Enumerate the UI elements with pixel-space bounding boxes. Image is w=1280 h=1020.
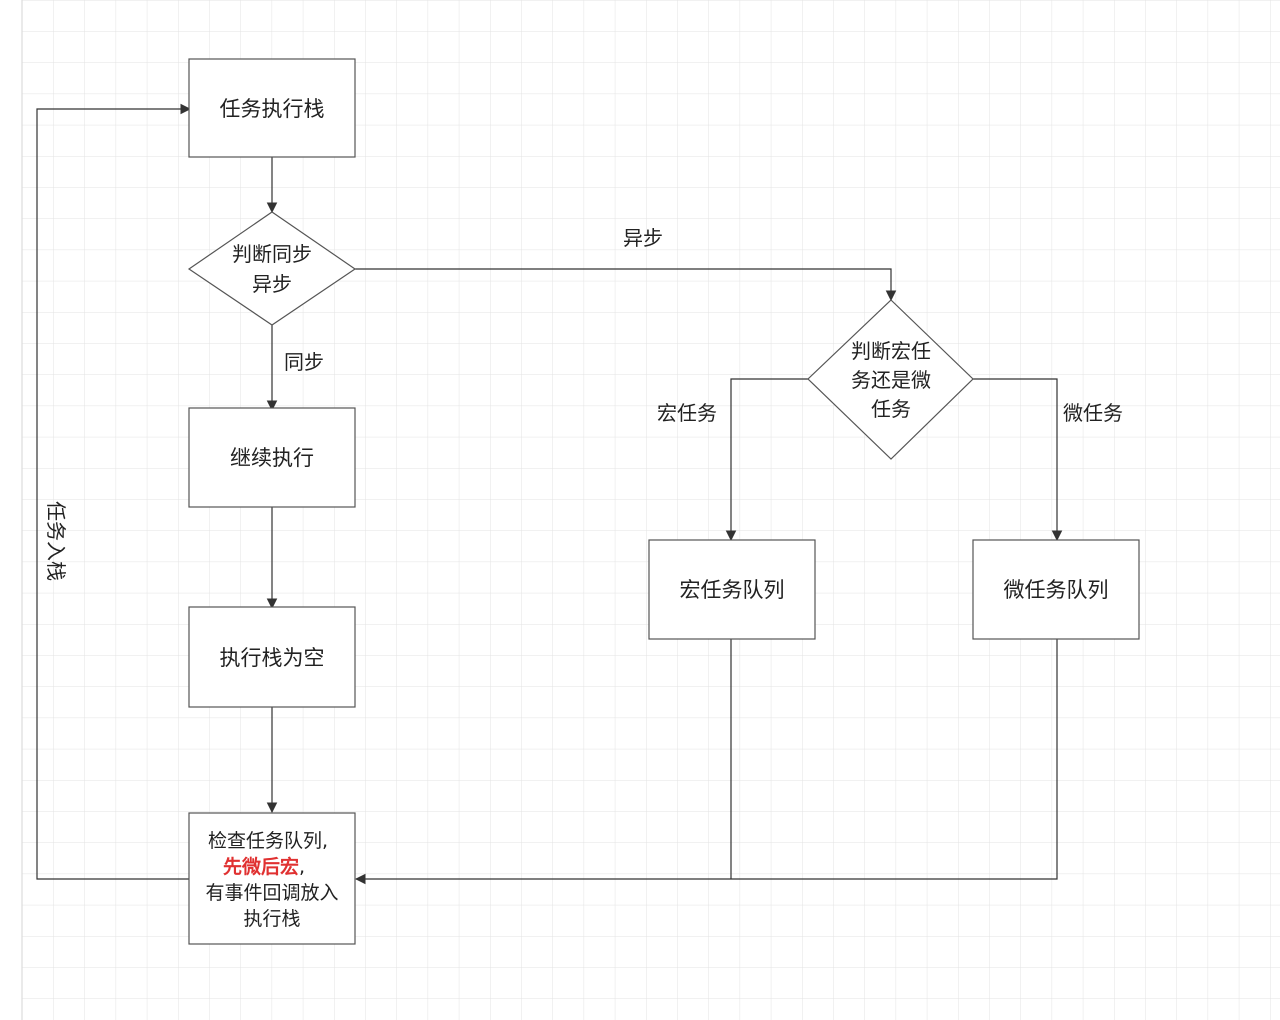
node-label: 微任务队列 xyxy=(1004,578,1109,602)
node-label-line2-suffix: , xyxy=(299,856,305,878)
node-label-line3: 有事件回调放入 xyxy=(205,882,338,904)
decision-diamond xyxy=(187,211,357,326)
node-label-line2: 务还是微 xyxy=(851,368,931,392)
node-box xyxy=(188,58,356,158)
node-label-line2: 异步 xyxy=(252,272,292,296)
node-box xyxy=(648,539,816,640)
edge-label-macro: 宏任务 xyxy=(657,401,717,425)
node-box xyxy=(188,407,356,508)
node-stack-empty: 执行栈为空 xyxy=(188,606,356,708)
node-box xyxy=(972,539,1140,640)
decision-diamond xyxy=(807,299,974,460)
edge-label-micro: 微任务 xyxy=(1063,401,1123,425)
node-label: 任务执行栈 xyxy=(220,97,325,121)
node-box xyxy=(188,606,356,708)
node-judge-sync-async: 判断同步 异步 xyxy=(187,211,357,326)
edge-micro-to-check xyxy=(354,639,1058,885)
node-check-queue: 检查任务队列, 先微后宏, 有事件回调放入 执行栈 xyxy=(188,812,356,945)
node-label: 继续执行 xyxy=(230,446,314,470)
edge-judge-task-to-micro xyxy=(973,378,1063,542)
node-continue-execute: 继续执行 xyxy=(188,407,356,508)
node-box xyxy=(188,812,356,945)
node-judge-macro-micro: 判断宏任 务还是微 任务 xyxy=(807,299,974,460)
node-label-line1: 判断宏任 xyxy=(851,339,931,363)
edges xyxy=(36,103,1063,885)
node-label-line1: 检查任务队列, xyxy=(208,830,328,852)
node-macro-queue: 宏任务队列 xyxy=(648,539,816,640)
edge-judge-to-judge-task xyxy=(355,268,897,302)
node-task-stack: 任务执行栈 xyxy=(188,58,356,158)
edge-label-push: 任务入栈 xyxy=(44,501,68,581)
edge-judge-task-to-macro xyxy=(725,378,808,542)
node-label: 宏任务队列 xyxy=(680,578,785,602)
node-label-line1: 判断同步 xyxy=(232,242,312,266)
edge-check-to-stack xyxy=(36,103,192,880)
highlight-text: 先微后宏 xyxy=(223,855,299,878)
node-label: 执行栈为空 xyxy=(220,646,325,670)
node-micro-queue: 微任务队列 xyxy=(972,539,1140,640)
node-label-line2: 先微后宏, xyxy=(223,855,305,878)
node-label-line3: 任务 xyxy=(871,397,911,421)
edge-label-sync: 同步 xyxy=(284,350,324,374)
edge-label-async: 异步 xyxy=(623,226,663,250)
node-label-line4: 执行栈 xyxy=(243,908,300,930)
